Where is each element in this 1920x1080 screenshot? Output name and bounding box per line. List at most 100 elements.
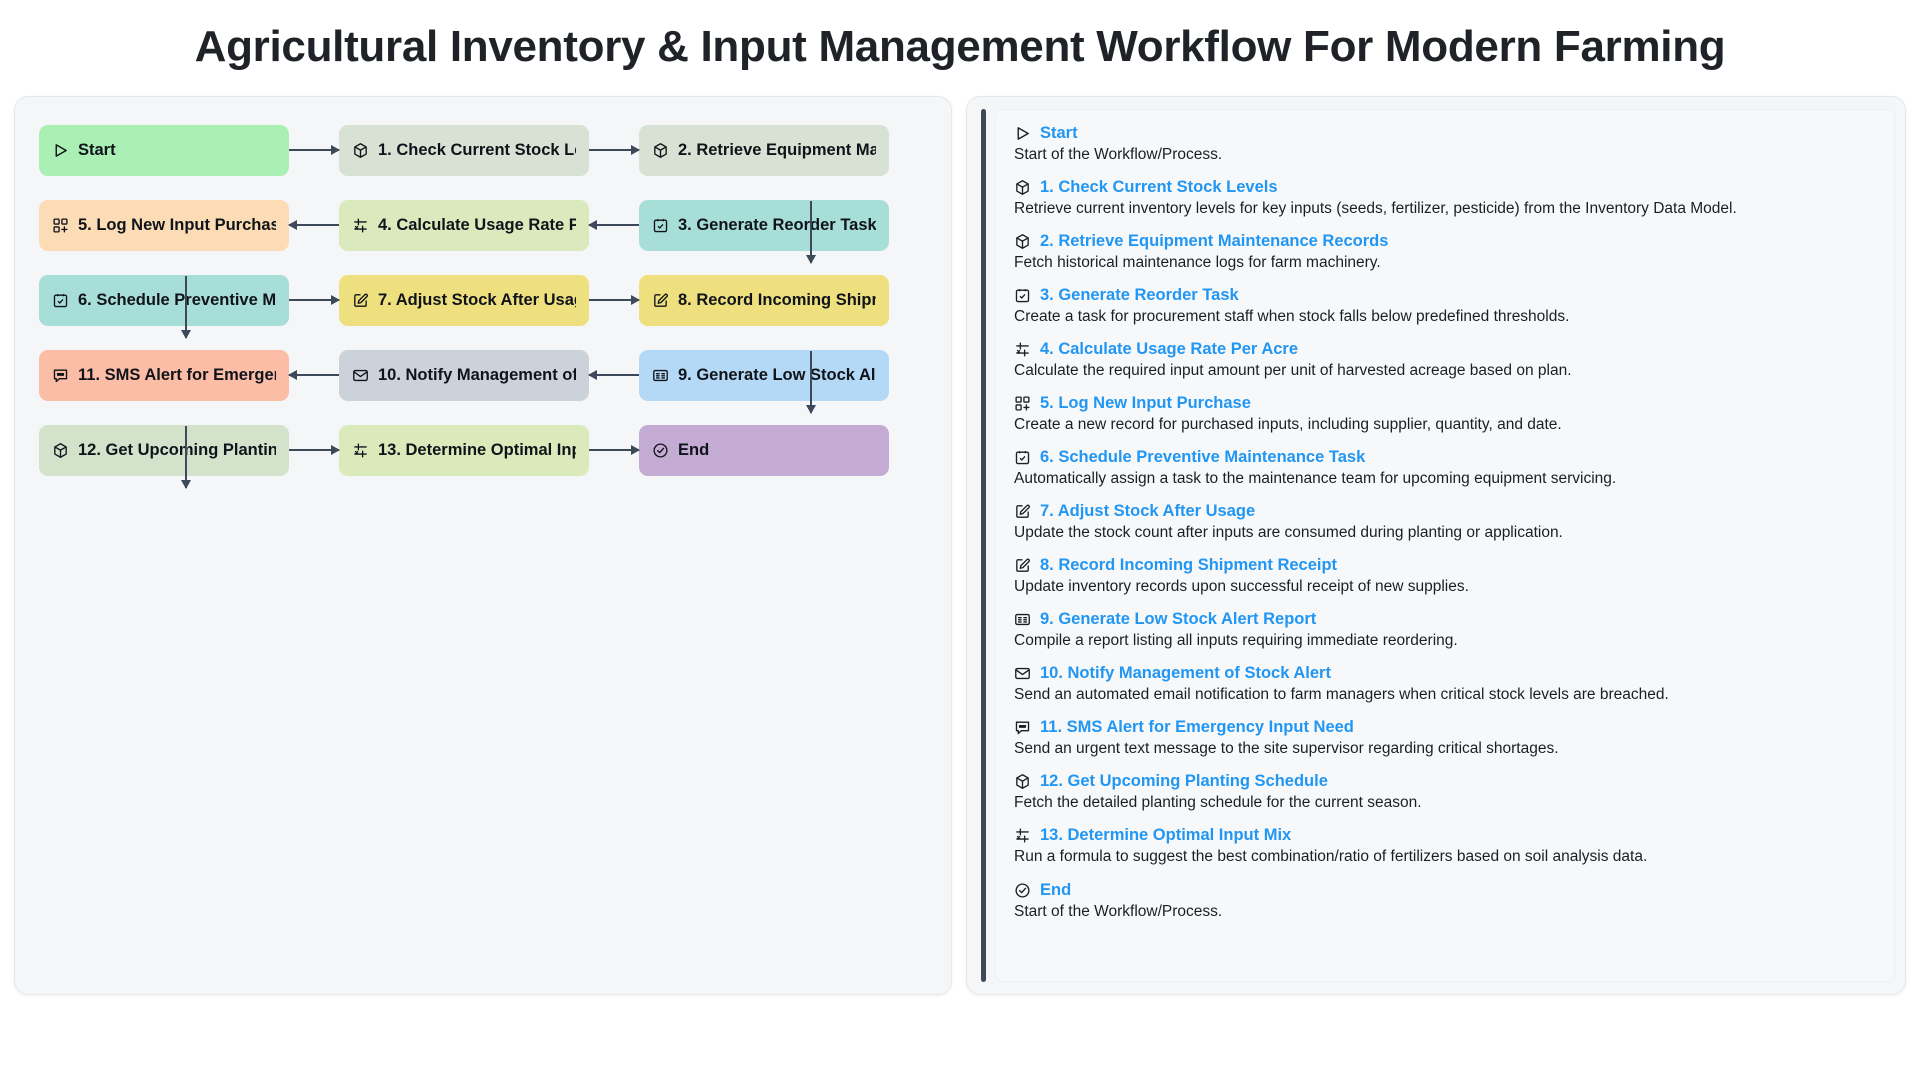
legend-item-title: 12. Get Upcoming Planting Schedule bbox=[1040, 772, 1328, 791]
flow-node-4[interactable]: 4. Calculate Usage Rate Per Acre bbox=[339, 199, 589, 251]
legend-item-description: Calculate the required input amount per … bbox=[1014, 361, 1572, 379]
legend-item-description: Fetch historical maintenance logs for fa… bbox=[1014, 253, 1381, 271]
legend-item-header: 1. Check Current Stock Levels bbox=[1014, 178, 1878, 197]
mail-icon bbox=[352, 367, 369, 384]
legend-item-title: 13. Determine Optimal Input Mix bbox=[1040, 826, 1292, 845]
flow-node-6[interactable]: 6. Schedule Preventive Maintenance Task bbox=[39, 274, 289, 326]
legend-item-title: 9. Generate Low Stock Alert Report bbox=[1040, 610, 1317, 629]
flow-node-label: 7. Adjust Stock After Usage bbox=[378, 290, 576, 309]
cube-icon bbox=[1014, 179, 1031, 196]
flow-node-1[interactable]: 1. Check Current Stock Levels bbox=[339, 124, 589, 176]
legend-item-header: 5. Log New Input Purchase bbox=[1014, 394, 1878, 413]
connector-5-to-6-vertical bbox=[185, 275, 187, 338]
check-circle-icon bbox=[652, 442, 669, 459]
legend-item-title: 6. Schedule Preventive Maintenance Task bbox=[1040, 448, 1366, 467]
function-icon bbox=[352, 217, 369, 234]
flow-node-label: 1. Check Current Stock Levels bbox=[378, 140, 576, 159]
connector-7-to-8 bbox=[589, 275, 640, 326]
sms-icon bbox=[1014, 719, 1031, 736]
flow-node-9[interactable]: 9. Generate Low Stock Alert Report bbox=[639, 349, 889, 401]
legend-item-title: Start bbox=[1040, 123, 1078, 142]
flow-node-end[interactable]: End bbox=[639, 424, 889, 476]
legend-item-header: 8. Record Incoming Shipment Receipt bbox=[1014, 556, 1878, 575]
page-title: Agricultural Inventory & Input Managemen… bbox=[194, 22, 1726, 71]
play-icon bbox=[52, 142, 69, 159]
flow-node-10[interactable]: 10. Notify Management of Stock Alert bbox=[339, 349, 589, 401]
connector-9-to-10 bbox=[588, 350, 639, 401]
flowchart-panel: Start 1. Check Current Stock Levels 2. R… bbox=[14, 95, 952, 995]
legend-item-title: 7. Adjust Stock After Usage bbox=[1040, 502, 1256, 521]
flow-node-12[interactable]: 12. Get Upcoming Planting Schedule bbox=[39, 424, 289, 476]
legend-item-description: Compile a report listing all inputs requ… bbox=[1014, 632, 1458, 650]
flowchart-grid: Start 1. Check Current Stock Levels 2. R… bbox=[39, 124, 889, 476]
function-icon bbox=[352, 442, 369, 459]
connector-11-to-12-vertical bbox=[185, 425, 187, 488]
legend-item-header: 10. Notify Management of Stock Alert bbox=[1014, 664, 1878, 683]
flow-node-label: 12. Get Upcoming Planting Schedule bbox=[78, 440, 276, 459]
legend-item-header: End bbox=[1014, 881, 1878, 900]
content-area: Start 1. Check Current Stock Levels 2. R… bbox=[0, 74, 1920, 1009]
cube-icon bbox=[352, 142, 369, 159]
flow-node-start[interactable]: Start bbox=[39, 124, 289, 176]
legend-item-header: 11. SMS Alert for Emergency Input Need bbox=[1014, 718, 1878, 737]
legend-item-title: 10. Notify Management of Stock Alert bbox=[1040, 664, 1331, 683]
connector-6-to-7 bbox=[289, 275, 340, 326]
function-icon bbox=[1014, 827, 1031, 844]
flow-node-label: 11. SMS Alert for Emergency Input Need bbox=[78, 365, 276, 384]
legend-item-title: 3. Generate Reorder Task bbox=[1040, 285, 1239, 304]
legend-item-description: Automatically assign a task to the maint… bbox=[1014, 470, 1617, 488]
task-check-icon bbox=[52, 292, 69, 309]
edit-icon bbox=[1014, 503, 1031, 520]
legend-item-description: Run a formula to suggest the best combin… bbox=[1014, 848, 1648, 866]
cube-icon bbox=[1014, 233, 1031, 250]
legend-item-header: 2. Retrieve Equipment Maintenance Record… bbox=[1014, 232, 1878, 251]
task-check-icon bbox=[652, 217, 669, 234]
legend-item[interactable]: 2. Retrieve Equipment Maintenance Record… bbox=[1014, 232, 1878, 273]
flow-node-label: 9. Generate Low Stock Alert Report bbox=[678, 365, 876, 384]
connector-13-to-end bbox=[589, 425, 640, 476]
connector-8-to-9-vertical bbox=[810, 350, 812, 413]
connector-start-to-1 bbox=[289, 125, 340, 176]
legend-item-header: 13. Determine Optimal Input Mix bbox=[1014, 826, 1878, 845]
legend-item-description: Create a task for procurement staff when… bbox=[1014, 307, 1570, 325]
flow-node-7[interactable]: 7. Adjust Stock After Usage bbox=[339, 274, 589, 326]
flow-node-13[interactable]: 13. Determine Optimal Input Mix bbox=[339, 424, 589, 476]
function-icon bbox=[1014, 341, 1031, 358]
flow-node-8[interactable]: 8. Record Incoming Shipment Receipt bbox=[639, 274, 889, 326]
legend-item-description: Update inventory records upon successful… bbox=[1014, 578, 1469, 596]
grid-plus-icon bbox=[1014, 395, 1031, 412]
legend-item-header: 9. Generate Low Stock Alert Report bbox=[1014, 610, 1878, 629]
edit-icon bbox=[352, 292, 369, 309]
connector-4-to-5 bbox=[288, 200, 339, 251]
flow-node-3[interactable]: 3. Generate Reorder Task bbox=[639, 199, 889, 251]
legend-item-title: 2. Retrieve Equipment Maintenance Record… bbox=[1040, 231, 1389, 250]
connector-1-to-2 bbox=[589, 125, 640, 176]
sms-icon bbox=[52, 367, 69, 384]
legend-rail bbox=[981, 108, 986, 982]
flow-node-label: 2. Retrieve Equipment Maintenance Record… bbox=[678, 140, 876, 159]
flow-node-5[interactable]: 5. Log New Input Purchase bbox=[39, 199, 289, 251]
flow-node-2[interactable]: 2. Retrieve Equipment Maintenance Record… bbox=[639, 124, 889, 176]
flow-node-label: 10. Notify Management of Stock Alert bbox=[378, 365, 576, 384]
flow-node-11[interactable]: 11. SMS Alert for Emergency Input Need bbox=[39, 349, 289, 401]
mail-icon bbox=[1014, 665, 1031, 682]
legend-item-header: 7. Adjust Stock After Usage bbox=[1014, 502, 1878, 521]
legend-item-description: Update the stock count after inputs are … bbox=[1014, 524, 1563, 542]
legend-item-header: 3. Generate Reorder Task bbox=[1014, 286, 1878, 305]
